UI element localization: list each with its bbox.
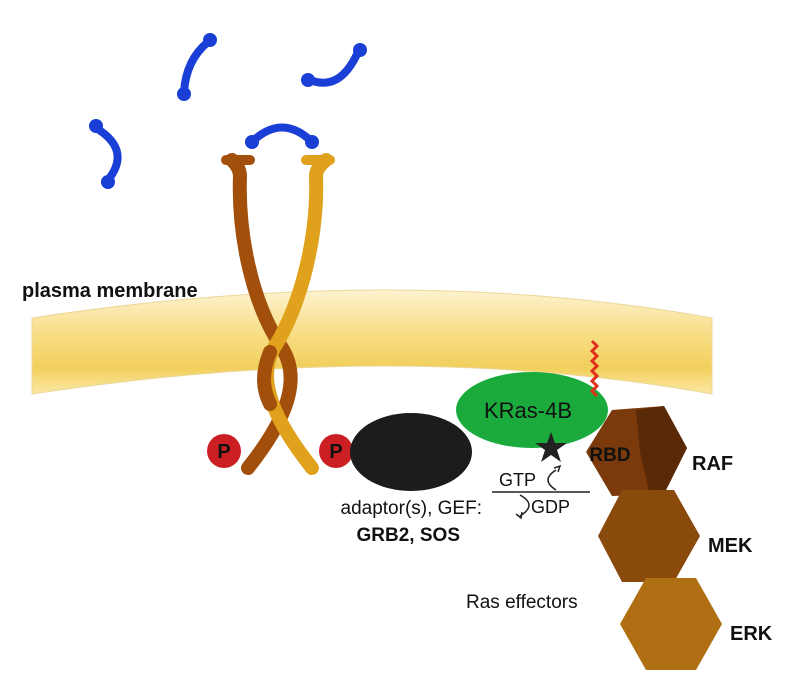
raf-kinase: [586, 406, 687, 496]
lipid-tail: [589, 339, 600, 398]
ligand-3: [89, 119, 122, 189]
phospho-right: P: [319, 434, 353, 468]
plasma-membrane: [31, 289, 713, 395]
ligand-molecules: [89, 33, 367, 189]
phospho-left: P: [207, 434, 241, 468]
receptor-strand-dark: [225, 153, 298, 475]
raf-label: RAF: [692, 453, 733, 475]
erk-kinase: [620, 578, 722, 670]
receptor-dimer: [221, 153, 335, 475]
kras-label: KRas-4B: [484, 398, 572, 423]
phospho-right-label: P: [329, 441, 342, 463]
gtp-gdp-exchange: GTP GDP: [492, 464, 590, 520]
ligand-2: [301, 43, 367, 87]
phospho-left-label: P: [217, 441, 230, 463]
adaptor-gef: [350, 413, 472, 491]
rbd-label: RBD: [589, 445, 630, 466]
adaptor-label-line2: GRB2, SOS: [357, 525, 460, 546]
kras-4b: [456, 372, 608, 448]
gdp-label: GDP: [531, 497, 570, 517]
gtp-star: [535, 432, 567, 462]
ligand-1: [177, 33, 217, 101]
gtp-label: GTP: [499, 470, 536, 490]
adaptor-label-line1: adaptor(s), GEF:: [341, 498, 483, 519]
mek-label: MEK: [708, 535, 753, 557]
effectors-label: Ras effectors: [466, 592, 578, 613]
erk-label: ERK: [730, 623, 773, 645]
membrane-label: plasma membrane: [22, 280, 198, 302]
ligand-bound: [245, 123, 319, 149]
mek-kinase: [598, 490, 700, 582]
